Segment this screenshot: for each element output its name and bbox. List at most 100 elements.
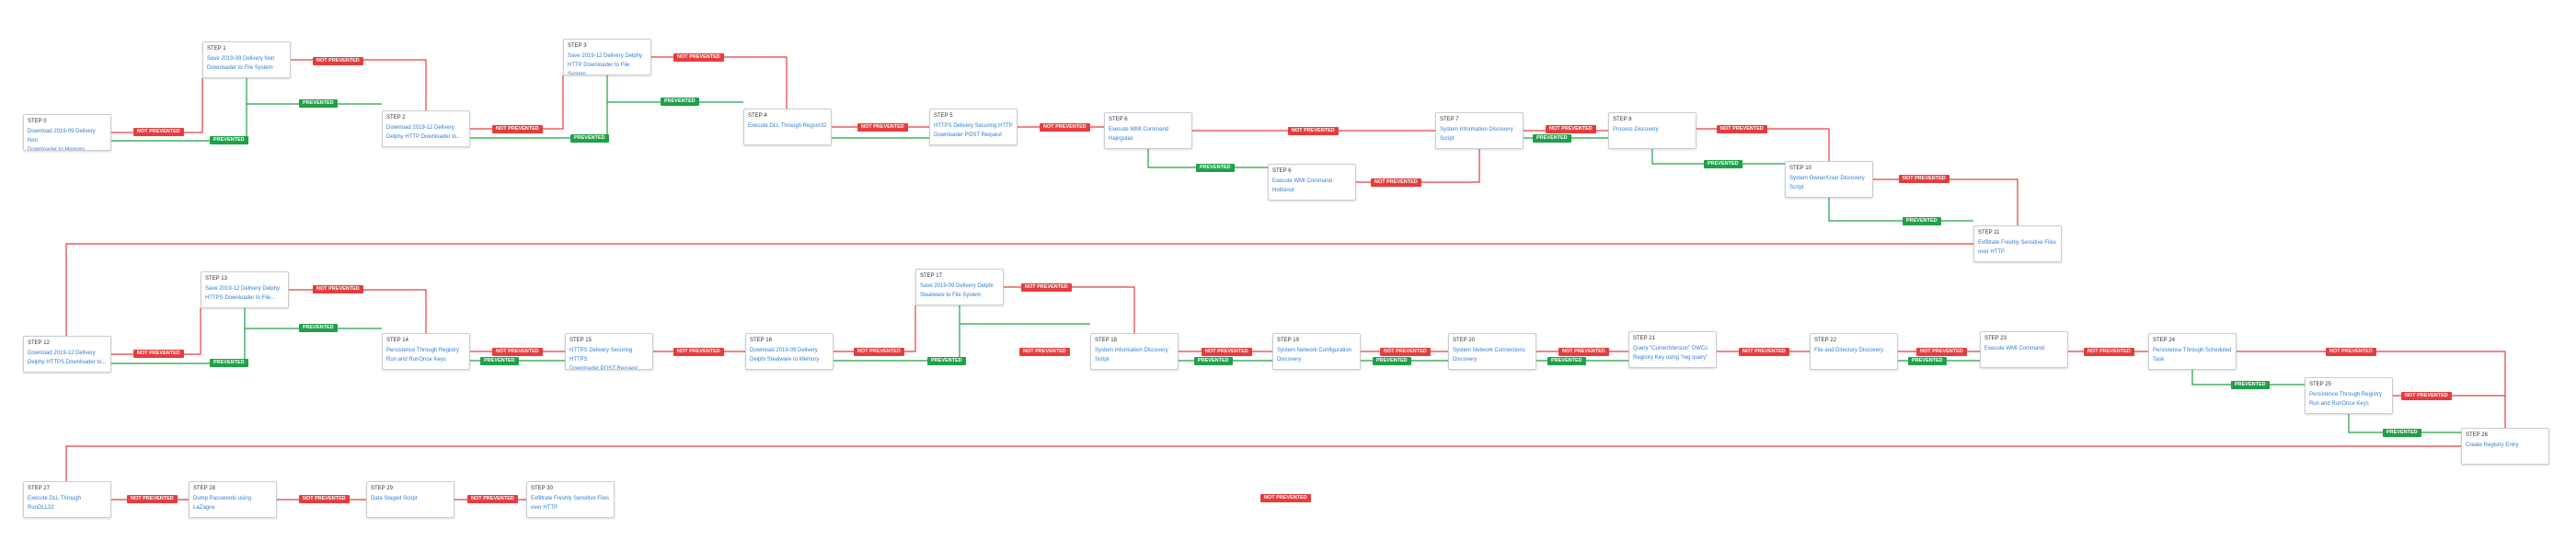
prevented-badge: PREVENTED — [1704, 160, 1742, 168]
step-box[interactable]: STEP 24 Persistence Through Scheduled Tas… — [2148, 333, 2237, 370]
step-description[interactable]: Download 2019-09 Delivery Delphi Stealwa… — [750, 348, 820, 363]
not-prevented-connector — [111, 78, 203, 133]
step-description[interactable]: Create Registry Entry — [2466, 443, 2519, 448]
prevented-badge: PREVENTED — [1908, 357, 1947, 365]
step-number: STEP 19 — [1277, 338, 1299, 343]
step-description[interactable]: Save 2019-09 Delivery Non Downloader to … — [207, 56, 275, 71]
not-prevented-badge: NOT PREVENTED — [2326, 348, 2376, 356]
step-box[interactable]: STEP 6 Execute WMI Command Hajirgulas — [1104, 112, 1192, 149]
step-description[interactable]: System Network Connections Discovery — [1453, 348, 1525, 363]
prevented-badge: PREVENTED — [570, 134, 609, 143]
step-description[interactable]: Execute WMI Command Hobsinut — [1272, 178, 1333, 193]
step-number: STEP 13 — [205, 276, 227, 282]
step-description[interactable]: Execute DLL Through RunDLL32 — [28, 496, 82, 511]
step-box[interactable]: STEP 21 Query "CurrentVersion" DWCs Regis… — [1628, 331, 1717, 368]
not-prevented-badge: NOT PREVENTED — [1739, 348, 1789, 356]
not-prevented-badge: NOT PREVENTED — [313, 285, 363, 294]
step-number: STEP 15 — [569, 338, 592, 343]
step-description[interactable]: Persistence Through Registry Run and Run… — [386, 348, 459, 363]
not-prevented-badge: NOT PREVENTED — [467, 495, 518, 503]
prevented-badge: PREVENTED — [299, 99, 338, 108]
step-description[interactable]: System Network Configuration Discovery — [1277, 348, 1352, 363]
step-number: STEP 6 — [1109, 117, 1128, 122]
step-description[interactable]: System Owner/User Discovery Script — [1789, 176, 1865, 190]
step-box[interactable]: STEP 15 HTTPS Delivery Securing HTTPS Dow… — [565, 333, 653, 370]
prevented-badge: PREVENTED — [1533, 134, 1571, 143]
step-description[interactable]: Execute WMI Command Hajirgulas — [1109, 127, 1169, 142]
step-description[interactable]: Save 2019-12 Delivery Delphy HTTP Downlo… — [568, 53, 643, 75]
not-prevented-badge: NOT PREVENTED — [133, 350, 184, 358]
step-description[interactable]: Execute DLL Through Regsvr32 — [748, 123, 827, 129]
step-box[interactable]: STEP 28 Dump Passwords using LaZagne — [189, 481, 277, 518]
prevented-badge: PREVENTED — [210, 359, 248, 367]
step-number: STEP 23 — [1984, 336, 2007, 341]
not-prevented-badge: NOT PREVENTED — [299, 495, 350, 503]
not-prevented-connector — [65, 445, 2461, 481]
not-prevented-badge: NOT PREVENTED — [2084, 348, 2134, 356]
step-description[interactable]: HTTPS Delivery Securing HTTPS Downloader… — [569, 348, 638, 370]
step-description[interactable]: Query "CurrentVersion" DWCs Registry Key… — [1633, 346, 1708, 361]
step-number: STEP 21 — [1633, 336, 1655, 341]
step-description[interactable]: Download 2019-09 Delivery Non Downloader… — [28, 129, 96, 151]
step-box[interactable]: STEP 14 Persistence Through Registry Run … — [382, 333, 470, 370]
step-description[interactable]: Save 2019-12 Delivery Delphy HTTPS Downl… — [205, 286, 281, 301]
step-description[interactable]: Persistence Through Registry Run and Run… — [2309, 392, 2382, 407]
step-number: STEP 14 — [386, 338, 408, 343]
not-prevented-badge: NOT PREVENTED — [127, 495, 178, 503]
step-description[interactable]: System Information Discovery Script — [1440, 127, 1513, 142]
step-description[interactable]: Exfiltrate Freshly Sensitive Files over … — [1978, 240, 2057, 255]
step-number: STEP 24 — [2153, 338, 2175, 343]
step-description[interactable]: Data Staged Script — [371, 496, 418, 501]
step-description[interactable]: Dump Passwords using LaZagne — [193, 496, 252, 511]
step-box[interactable]: STEP 13 Save 2019-12 Delivery Delphy HTTP… — [201, 271, 289, 308]
step-description[interactable]: System Information Discovery Script — [1095, 348, 1168, 363]
step-description[interactable]: File and Directory Discovery — [1814, 348, 1884, 353]
step-box[interactable]: STEP 3 Save 2019-12 Delivery Delphy HTTP … — [563, 39, 651, 75]
step-description[interactable]: Download 2019-12 Delivery Delphy HTTPS D… — [28, 351, 107, 365]
step-box[interactable]: STEP 23 Execute WMI Command — [1980, 331, 2068, 368]
not-prevented-badge: NOT PREVENTED — [1371, 178, 1421, 187]
not-prevented-badge: NOT PREVENTED — [1021, 283, 1072, 292]
step-description[interactable]: HTTPS Delivery Securing HTTP Downloader … — [934, 123, 1013, 138]
prevented-badge: PREVENTED — [480, 357, 519, 365]
step-description[interactable]: Persistence Through Scheduled Task — [2153, 348, 2232, 363]
not-prevented-badge: NOT PREVENTED — [1717, 125, 1767, 133]
not-prevented-connector — [1873, 178, 2018, 225]
step-number: STEP 1 — [207, 46, 226, 52]
prevented-badge: PREVENTED — [2383, 429, 2421, 437]
step-box[interactable]: STEP 27 Execute DLL Through RunDLL32 — [23, 481, 111, 518]
prevented-connector — [2348, 414, 2461, 433]
step-description[interactable]: Exfiltrate Freshly Sensitive Files over … — [531, 496, 610, 511]
step-box[interactable]: STEP 19 System Network Configuration Disc… — [1272, 333, 1361, 370]
step-box[interactable]: STEP 1 Save 2019-09 Delivery Non Download… — [202, 41, 291, 78]
step-number: STEP 3 — [568, 43, 587, 49]
step-number: STEP 28 — [193, 486, 215, 491]
prevented-connector — [1828, 198, 1973, 222]
not-prevented-connector — [65, 243, 1973, 336]
not-prevented-badge: NOT PREVENTED — [133, 128, 184, 136]
step-description[interactable]: Download 2019-12 Delivery Delphy HTTP Do… — [386, 125, 462, 140]
step-description[interactable]: Execute WMI Command — [1984, 346, 2045, 351]
step-description[interactable]: Save 2019-09 Delivery Delphi Stealware t… — [920, 283, 994, 298]
step-number: STEP 27 — [28, 486, 50, 491]
step-description[interactable]: Process Discovery — [1613, 127, 1659, 132]
